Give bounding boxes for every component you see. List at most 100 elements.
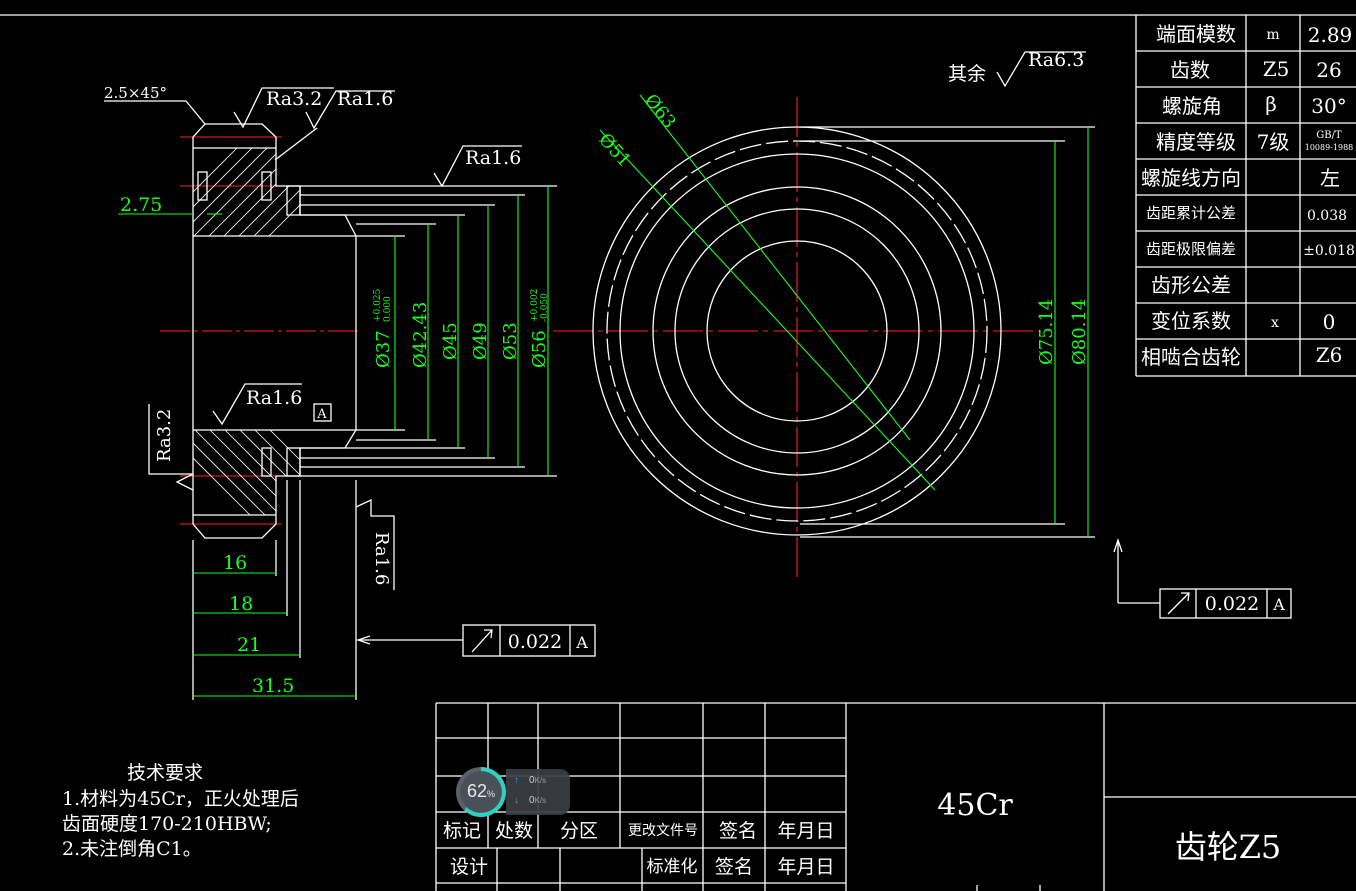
param-value-helix-direction: 左 [1320, 166, 1340, 190]
runout-value-1: 0.022 [508, 631, 562, 653]
dim-275: 2.75 [120, 194, 162, 216]
dim-d7514: Ø75.14 [1036, 299, 1057, 365]
dim-315: 31.5 [252, 675, 294, 697]
param-value-shift-coefficient: 0 [1323, 310, 1336, 334]
hub-circle-mid [674, 208, 920, 454]
param-symbol-accuracy: 7级 [1257, 130, 1290, 154]
tech-req-title: 技术要求 [127, 762, 203, 784]
material-label: 45Cr [937, 788, 1013, 823]
dim-d51: Ø51 [594, 129, 635, 171]
dim-d4243: Ø42.43 [410, 302, 431, 368]
bore-circle [706, 240, 888, 422]
title-block: 45Cr 齿轮Z5 标记 处数 分区 更改文件号 签名 年月日 设计 标准化 签… [435, 702, 1356, 891]
download-arrow-icon: ↓ [514, 795, 519, 806]
upload-arrow-icon: ↑ [514, 775, 519, 786]
dim-d63: Ø63 [640, 90, 680, 133]
param-value-teeth: 26 [1316, 58, 1341, 82]
dim-d45: Ø45 [440, 322, 461, 360]
param-label-pitch-deviation: 齿距极限偏差 [1146, 240, 1236, 258]
tb-sign2: 签名 [715, 856, 753, 878]
technical-requirements: 技术要求 1.材料为45Cr，正火处理后 齿面硬度170-210HBW; 2.未… [62, 762, 299, 860]
dim-d37-tol-low: 0.000 [383, 296, 393, 322]
param-label-shift-coefficient: 变位系数 [1151, 309, 1231, 333]
tech-req-line3: 2.未注倒角C1。 [62, 838, 202, 860]
param-value-mating-gear: Z6 [1316, 343, 1343, 367]
gear-front-view[interactable]: Ø51 Ø63 Ø75.14 Ø80.14 其余 Ra6.3 [553, 49, 1095, 578]
download-speed: 0 [529, 795, 535, 806]
memory-usage-ring [456, 767, 506, 817]
tb-docno: 更改文件号 [628, 823, 698, 839]
dim-d56: Ø56 [529, 330, 550, 368]
usage-unit: % [487, 789, 496, 799]
tb-sign: 签名 [719, 820, 757, 842]
section-extension-lines [192, 185, 557, 700]
section-hatch-top [193, 148, 356, 236]
roughness-ra32-top: Ra3.2 [266, 88, 322, 110]
dim-21: 21 [237, 634, 261, 656]
param-label-accuracy: 精度等级 [1156, 130, 1236, 154]
roughness-ra32-left: Ra3.2 [154, 409, 175, 462]
param-label-cumulative-pitch: 齿距累计公差 [1146, 204, 1236, 222]
tip-circle [592, 126, 1002, 536]
roughness-ra16-face: Ra1.6 [371, 532, 392, 585]
param-value-accuracy-std: 10089-1988 [1305, 143, 1354, 152]
dim-leader-d63 [639, 94, 911, 441]
param-symbol-teeth: Z5 [1263, 57, 1290, 81]
upload-speed: 0 [529, 775, 535, 786]
param-value-accuracy: GB/T [1316, 130, 1342, 141]
dim-d37: Ø37 [373, 330, 394, 368]
dim-d53: Ø53 [500, 322, 521, 360]
tb-mark: 标记 [443, 820, 481, 842]
tb-date: 年月日 [777, 820, 834, 842]
runout-tolerance-frame-1: 0.022 A [355, 624, 596, 657]
groove-right-top [261, 171, 272, 201]
param-label-teeth: 齿数 [1170, 58, 1210, 82]
groove-left-top [197, 171, 208, 201]
runout-tolerance-frame-2: 0.022 A [1113, 537, 1292, 619]
param-label-helix-angle: 螺旋角 [1162, 94, 1222, 118]
section-diameter-dimensions: Ø37 +0.025 0.000 Ø42.43 Ø45 Ø49 Ø53 Ø56 … [373, 186, 550, 476]
dim-leader-d51 [599, 129, 936, 491]
upload-unit: K/s [534, 776, 547, 785]
download-unit: K/s [534, 796, 547, 805]
param-value-module: 2.89 [1308, 23, 1353, 47]
param-symbol-helix-angle: β [1265, 92, 1277, 116]
param-label-mating-gear: 相啮合齿轮 [1141, 345, 1241, 369]
runout-datum-2: A [1272, 595, 1285, 614]
tb-count: 处数 [495, 820, 533, 842]
hub-circle-outer [652, 186, 942, 476]
memory-usage-percent: 62% [456, 781, 506, 802]
dim-d8014: Ø80.14 [1069, 299, 1090, 365]
pitch-circle [606, 140, 988, 522]
dim-d56-tol-low: -0.050 [540, 293, 550, 322]
gear-parameter-table: 端面模数 m 2.89 齿数 Z5 26 螺旋角 β 30° 精度等级 7级 G… [1135, 15, 1356, 377]
runout-value-2: 0.022 [1205, 593, 1259, 615]
roughness-ra16-top: Ra1.6 [337, 88, 393, 110]
speed-panel: ↑0K/s ↓0K/s [506, 769, 570, 815]
param-value-cumulative-pitch: 0.038 [1307, 208, 1347, 224]
roughness-ra16-inner: Ra1.6 [246, 387, 302, 409]
default-roughness-prefix: 其余 [948, 63, 986, 85]
roughness-ra16-bore: Ra1.6 [465, 147, 521, 169]
chamfer-label: 2.5×45° [104, 84, 167, 102]
param-label-helix-direction: 螺旋线方向 [1141, 166, 1241, 190]
param-value-helix-angle: 30° [1311, 94, 1346, 118]
tb-date2: 年月日 [777, 856, 834, 878]
param-value-pitch-deviation: ±0.018 [1303, 243, 1355, 259]
network-speed-widget[interactable]: 62% ↑0K/s ↓0K/s [452, 763, 572, 821]
param-label-profile-tolerance: 齿形公差 [1151, 273, 1231, 297]
runout-datum-1: A [575, 633, 588, 652]
datum-a-label: A [316, 407, 327, 422]
tb-zone: 分区 [560, 820, 598, 842]
param-symbol-module: m [1266, 27, 1279, 43]
download-speed-row: ↓ 0K/s [514, 795, 546, 806]
dim-18: 18 [229, 593, 253, 615]
part-name: 齿轮Z5 [1175, 828, 1282, 866]
tb-std: 标准化 [647, 857, 698, 877]
dim-16: 16 [223, 552, 247, 574]
root-circle [619, 153, 975, 509]
upload-speed-row: ↑ 0K/s [514, 775, 546, 786]
gear-section-view[interactable]: 2.5×45° Ra3.2 Ra1.6 Ra1.6 Ra1.6 A Ra3.2 … [104, 84, 522, 590]
usage-value: 62 [466, 781, 487, 801]
